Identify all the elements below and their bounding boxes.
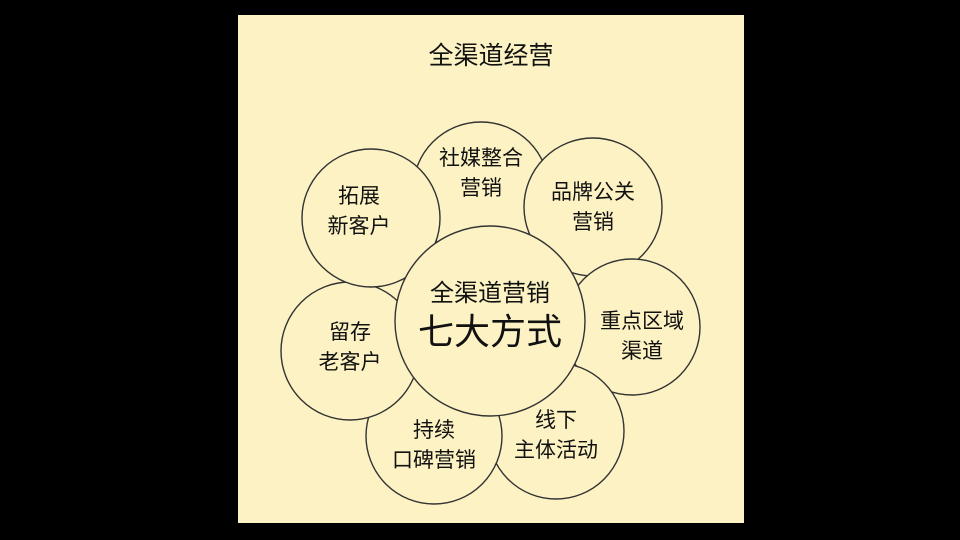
- petal-new-customers: 拓展 新客户: [301, 148, 441, 288]
- diagram-panel: 全渠道经营 社媒整合 营销 品牌公关 营销 重点区域 渠道 线下 主: [238, 15, 744, 523]
- petal-label-line: 持续: [413, 418, 455, 442]
- petal-label-line: 老客户: [319, 350, 382, 374]
- diagram-title: 全渠道经营: [428, 41, 554, 70]
- petal-label-line: 营销: [460, 176, 502, 200]
- flower-diagram: 社媒整合 营销 品牌公关 营销 重点区域 渠道 线下 主体活动 持续: [280, 121, 701, 505]
- petal-circle: [301, 148, 441, 288]
- petal-label-line: 口碑营销: [392, 448, 476, 472]
- center-label-top: 全渠道营销: [430, 279, 550, 307]
- petal-label-line: 品牌公关: [551, 180, 635, 204]
- petal-label-line: 重点区域: [600, 309, 684, 333]
- petal-label-line: 新客户: [328, 214, 391, 238]
- center-node: 全渠道营销 七大方式: [394, 225, 586, 417]
- center-circle: [394, 225, 586, 417]
- petal-label-line: 拓展: [338, 184, 380, 208]
- petal-label-line: 主体活动: [514, 438, 598, 462]
- petal-brand-pr: 品牌公关 营销: [523, 137, 663, 277]
- petal-label-line: 社媒整合: [439, 146, 523, 170]
- petal-label-line: 营销: [572, 210, 614, 234]
- petal-label-line: 渠道: [621, 339, 663, 363]
- petal-label-line: 线下: [535, 408, 577, 432]
- petal-label-line: 留存: [329, 320, 371, 344]
- center-label-main: 七大方式: [418, 312, 562, 353]
